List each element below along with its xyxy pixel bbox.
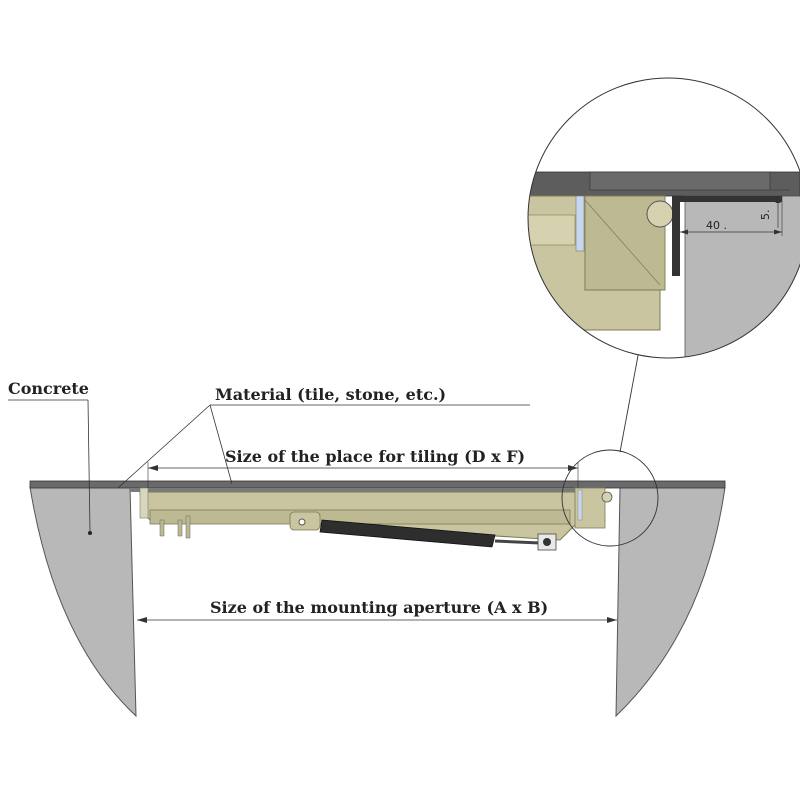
dim-depth-label: 5.: [759, 210, 772, 221]
aperture-dim-arrow-left: [137, 617, 147, 623]
gas-strut-rod: [494, 539, 541, 545]
detail-callout-leader: [619, 344, 641, 453]
concrete-leader-v: [87, 399, 91, 534]
concrete-right: [615, 486, 726, 718]
floor-tile-layer: [29, 480, 726, 489]
left-leg-2: [177, 519, 183, 537]
detail-callout-small: [561, 449, 659, 547]
material-leader-a: [117, 404, 211, 489]
material-label: Material (tile, stone, etc.): [215, 385, 446, 404]
tiling-size-label: Size of the place for tiling (D x F): [225, 447, 525, 466]
strut-end-bolt: [543, 538, 551, 546]
concrete-label: Concrete: [8, 379, 89, 398]
hatch-cover-tile: [130, 488, 600, 492]
gas-strut: [319, 519, 496, 548]
left-leg-3: [185, 515, 191, 539]
aperture-size-label: Size of the mounting aperture (A x B): [210, 598, 548, 617]
concrete-left: [29, 486, 137, 718]
right-seal-strip: [577, 489, 583, 521]
left-leg-1: [159, 519, 165, 537]
tiling-dim-arrow-left: [148, 465, 158, 471]
hatch-frame-lower: [149, 509, 571, 525]
left-frame-post: [139, 487, 149, 519]
detail-callout-large: [527, 77, 800, 359]
dim-gap-label: 40 .: [706, 219, 727, 232]
mag-concrete: [684, 195, 800, 358]
material-leader-b: [209, 404, 233, 485]
mag-hinge-pin: [646, 200, 674, 228]
mag-seal-strip: [575, 195, 585, 252]
aperture-dim-arrow-right: [607, 617, 617, 623]
mag-angle-profile: [672, 196, 680, 276]
magnified-detail: [528, 78, 800, 358]
hinge-pin: [298, 518, 306, 526]
right-hinge-pin: [601, 491, 613, 503]
